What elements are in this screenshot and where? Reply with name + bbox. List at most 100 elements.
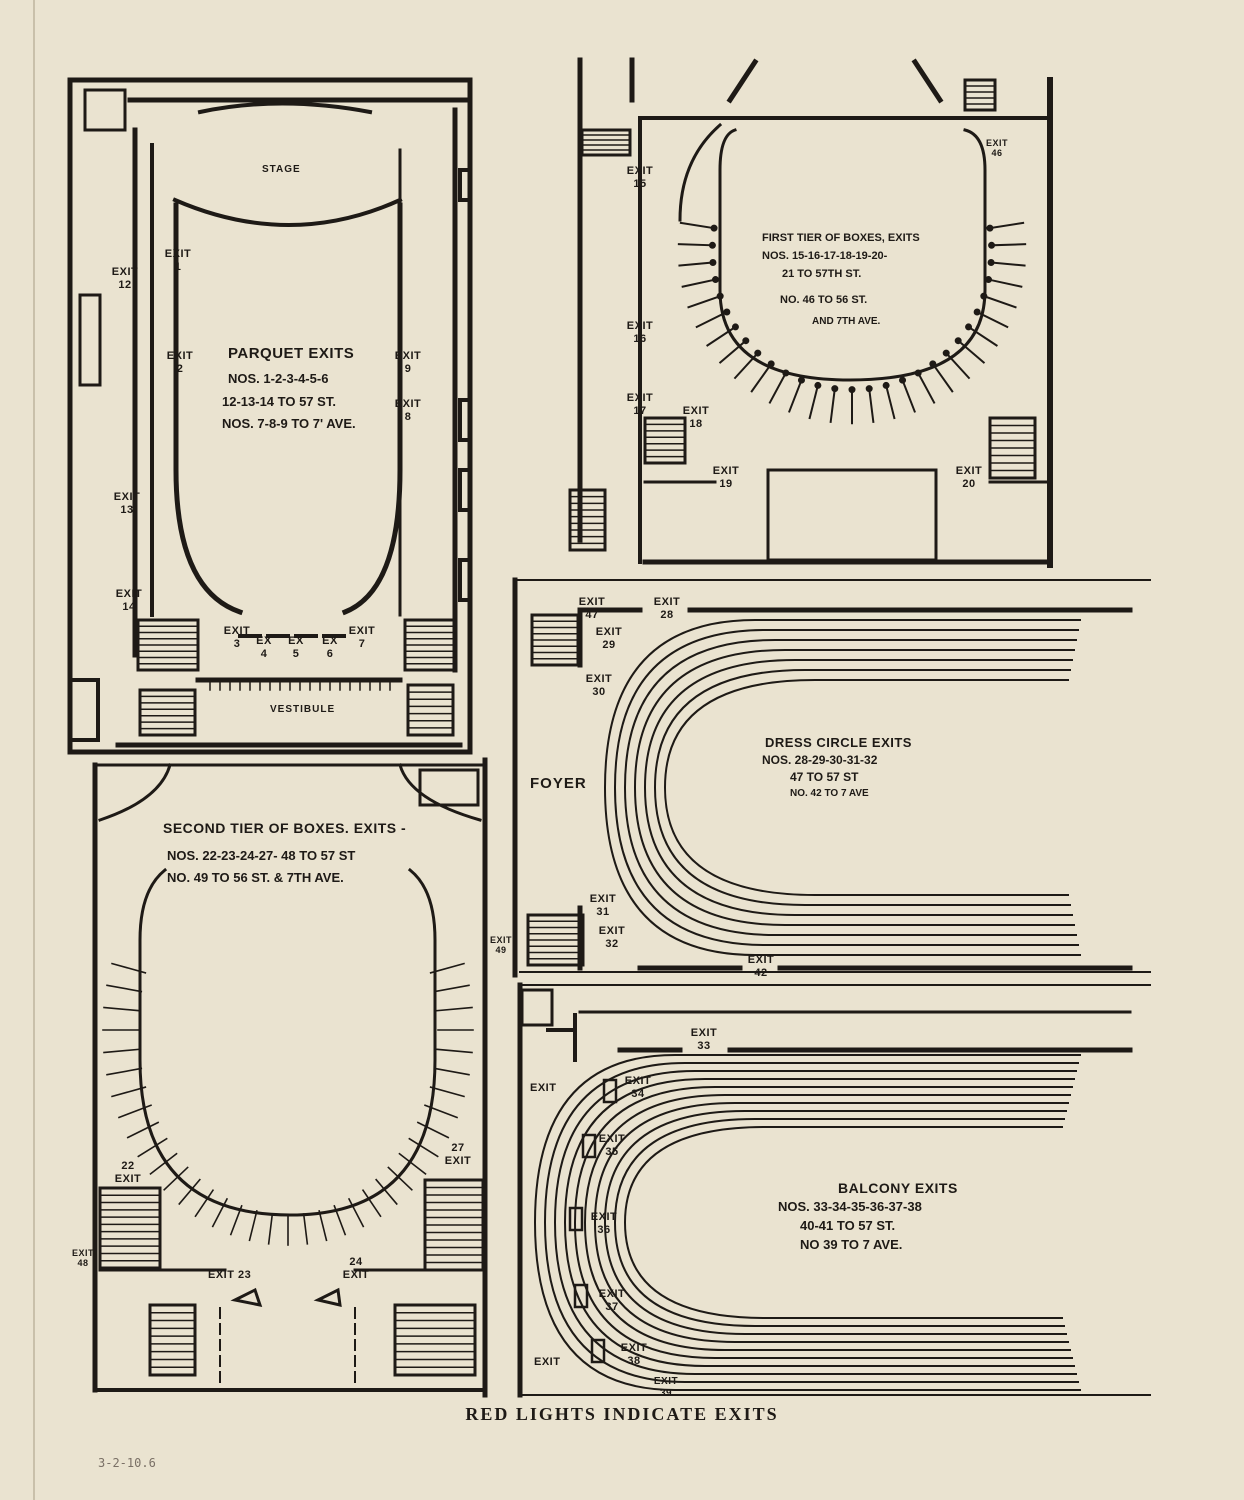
box-partition (988, 221, 1025, 230)
box-partition (137, 1137, 168, 1158)
exit-38-label[interactable]: EXIT 38 (620, 1342, 648, 1367)
seating-row (663, 679, 1069, 896)
box-partition (718, 339, 748, 364)
exit-13-label[interactable]: EXIT 13 (113, 491, 141, 516)
seating-row (613, 1118, 1065, 1327)
box-post (942, 349, 950, 357)
box-post (965, 323, 973, 331)
exit-37-label[interactable]: EXIT 37 (598, 1288, 626, 1313)
seating-row (533, 1054, 1081, 1391)
dress-circle-line-3: 47 TO 57 ST (790, 770, 859, 784)
exit-15-label[interactable]: EXIT 15 (626, 165, 654, 190)
box-partition (361, 1189, 382, 1218)
exit-34-label[interactable]: EXIT 34 (624, 1075, 652, 1100)
box-partition (433, 984, 470, 993)
seating-row (553, 1070, 1077, 1375)
exit-16-label[interactable]: EXIT 16 (626, 320, 654, 345)
box-post (767, 360, 775, 368)
exit-47-label[interactable]: EXIT 47 (578, 596, 606, 621)
box-post (986, 224, 994, 232)
box-partition (318, 1209, 328, 1242)
box-post (865, 385, 873, 393)
parquet-line-1: NOS. 1-2-3-4-5-6 (228, 371, 329, 386)
dress-circle-line-2: NOS. 28-29-30-31-32 (762, 753, 878, 767)
box-partition (990, 261, 1026, 267)
box-partition (248, 1209, 258, 1242)
exit-6-label[interactable]: EX 6 (322, 635, 338, 660)
box-partition (103, 1006, 140, 1012)
box-partition (436, 1048, 473, 1054)
box-post (731, 323, 739, 331)
exit-49-label[interactable]: EXIT 49 (489, 935, 512, 956)
box-partition (429, 962, 465, 974)
box-post (708, 241, 716, 249)
exit-33-label[interactable]: EXIT 33 (690, 1027, 718, 1052)
box-post (929, 360, 937, 368)
exit-23-label[interactable]: EXIT 23 (208, 1269, 252, 1281)
balcony-line-2: NOS. 33-34-35-36-37-38 (778, 1199, 922, 1214)
exit-19-label[interactable]: EXIT 19 (712, 465, 740, 490)
exit-30-label[interactable]: EXIT 30 (585, 673, 613, 698)
stage-label: STAGE (262, 164, 301, 175)
exit-29-label[interactable]: EXIT 29 (595, 626, 623, 651)
exit-27-label[interactable]: 27 EXIT (444, 1142, 472, 1167)
box-post (712, 276, 720, 284)
box-partition (163, 1166, 189, 1191)
exit-36-label[interactable]: EXIT 36 (590, 1211, 618, 1236)
exit-12-label[interactable]: EXIT 12 (111, 266, 139, 291)
exit-20-label[interactable]: EXIT 20 (955, 465, 983, 490)
dress-circle-line-4: NO. 42 TO 7 AVE (790, 788, 869, 799)
second-tier-line-1: SECOND TIER OF BOXES. EXITS - (163, 820, 407, 836)
exit-door (568, 1206, 584, 1232)
exit-5-label[interactable]: EX 5 (288, 635, 304, 660)
exit-1-label[interactable]: EXIT 1 (164, 248, 192, 273)
vestibule-label: VESTIBULE (270, 704, 336, 715)
exit-3-label[interactable]: EXIT 3 (223, 625, 251, 650)
exit-28-label[interactable]: EXIT 28 (653, 596, 681, 621)
seating-row (593, 1102, 1069, 1343)
parquet-plan (67, 77, 473, 755)
box-post (814, 381, 822, 389)
box-post (723, 308, 731, 316)
exit-9-label[interactable]: EXIT 9 (394, 350, 422, 375)
exit-35-label[interactable]: EXIT 35 (598, 1133, 626, 1158)
exit-17-label[interactable]: EXIT 17 (626, 392, 654, 417)
box-post (797, 376, 805, 384)
exit-31-label[interactable]: EXIT 31 (589, 893, 617, 918)
seating-row (653, 669, 1071, 906)
box-partition (375, 1178, 398, 1206)
box-post (954, 337, 962, 345)
box-partition (768, 371, 788, 404)
exit-42-label[interactable]: EXIT 42 (747, 954, 775, 979)
box-post (716, 292, 724, 300)
parquet-line-2: 12-13-14 TO 57 ST. (222, 394, 336, 409)
exit-22-label[interactable]: 22 EXIT (114, 1160, 142, 1185)
exit-32-label[interactable]: EXIT 32 (598, 925, 626, 950)
exit-door (573, 1283, 589, 1309)
box-partition (211, 1197, 229, 1228)
box-partition (956, 339, 986, 364)
box-partition (347, 1197, 365, 1228)
exit-40-label[interactable]: EXIT (530, 1082, 557, 1094)
exit-39-label[interactable]: EXIT 39 (653, 1376, 679, 1399)
exit-8-label[interactable]: EXIT 8 (394, 398, 422, 423)
seating-row (633, 649, 1075, 926)
exit-4-label[interactable]: EX 4 (256, 635, 272, 660)
balcony-line-1: BALCONY EXITS (838, 1180, 958, 1196)
exit-7-label[interactable]: EXIT 7 (348, 625, 376, 650)
box-post (882, 381, 890, 389)
seating-row (613, 629, 1079, 946)
balcony-plan (517, 982, 1151, 1398)
box-post (754, 349, 762, 357)
exit-48-label[interactable]: EXIT 48 (71, 1248, 94, 1269)
exit-18-label[interactable]: EXIT 18 (682, 405, 710, 430)
exit-41-label[interactable]: EXIT (534, 1356, 561, 1368)
box-partition (408, 1137, 439, 1158)
exit-2-label[interactable]: EXIT 2 (166, 350, 194, 375)
exit-46-label[interactable]: EXIT 46 (985, 138, 1008, 159)
exit-14-label[interactable]: EXIT 14 (115, 588, 143, 613)
box-post (973, 308, 981, 316)
box-post (742, 337, 750, 345)
exit-24-label[interactable]: 24 EXIT (342, 1256, 370, 1281)
box-partition (103, 1048, 140, 1054)
